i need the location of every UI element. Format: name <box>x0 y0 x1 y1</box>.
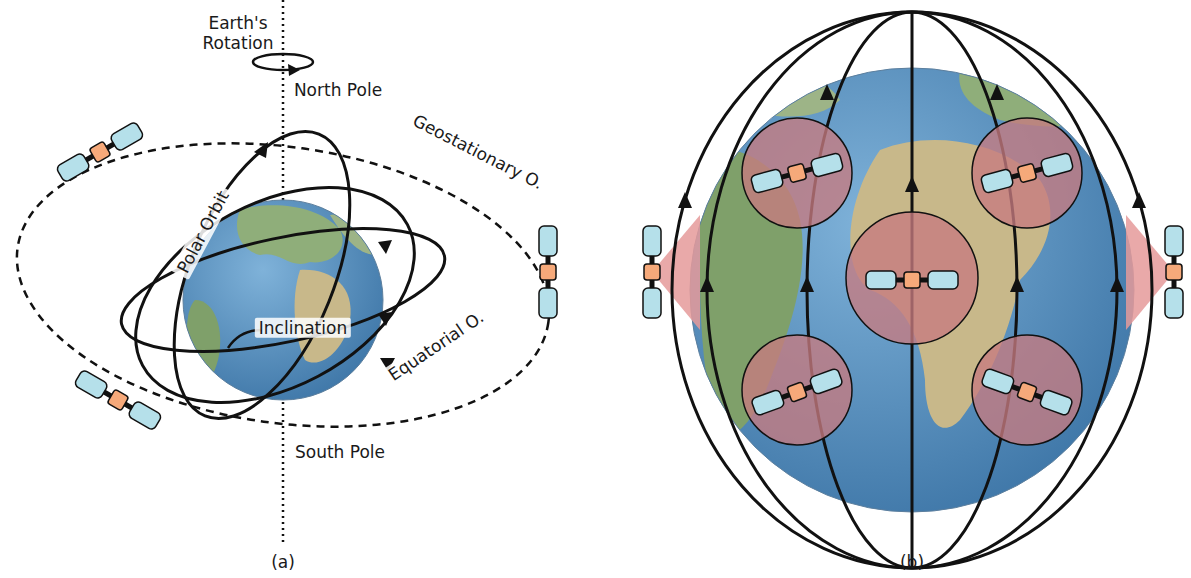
coverage-areas <box>742 118 1082 445</box>
satellite <box>643 226 661 318</box>
satellite <box>981 368 1074 416</box>
satellite <box>750 152 844 193</box>
satellite <box>751 368 844 416</box>
satellite <box>74 369 163 431</box>
equatorial-orbit <box>111 205 455 375</box>
orbit-label: Equatorial O. <box>381 305 490 388</box>
arrowhead <box>254 142 268 158</box>
inclined-orbit <box>99 143 450 446</box>
satellite <box>56 121 145 183</box>
satellite <box>866 271 958 289</box>
arrowhead <box>288 64 300 76</box>
rotation-ring <box>253 54 313 70</box>
polar-orbits <box>672 12 1152 568</box>
satellite <box>980 152 1074 193</box>
satellite <box>1165 226 1183 318</box>
rotation-label: Earth's Rotation <box>192 13 284 54</box>
panel-label: (a) <box>271 552 295 572</box>
panel-label: (b) <box>900 552 924 572</box>
pole-label: South Pole <box>295 442 385 462</box>
arrowhead <box>378 312 392 326</box>
satellite <box>539 226 557 318</box>
angle-label: Inclination <box>255 318 351 338</box>
pole-label: North Pole <box>294 80 382 100</box>
arrowhead <box>378 240 392 254</box>
